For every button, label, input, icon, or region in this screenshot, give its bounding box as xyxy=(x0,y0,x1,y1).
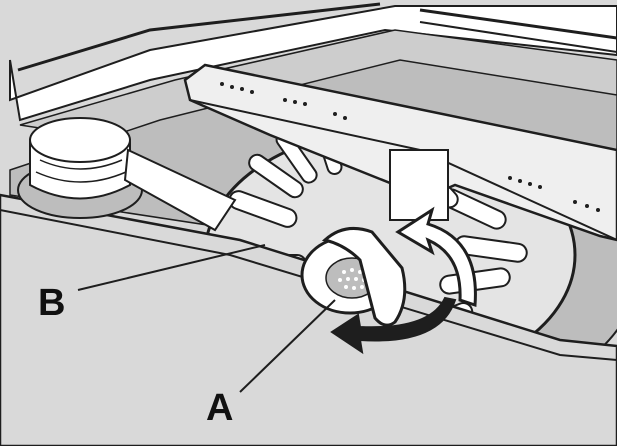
spray-arm-hub xyxy=(390,150,448,220)
mesh-hole xyxy=(338,278,342,282)
mesh-hole xyxy=(352,286,356,290)
nozzle xyxy=(283,98,287,102)
nozzle xyxy=(585,204,589,208)
nozzle xyxy=(596,208,600,212)
nozzle xyxy=(220,82,224,86)
nozzle xyxy=(303,102,307,106)
cap-top xyxy=(30,118,130,162)
nozzle xyxy=(250,90,254,94)
callout-label-a: A xyxy=(206,389,233,427)
nozzle xyxy=(518,179,522,183)
nozzle xyxy=(508,176,512,180)
nozzle xyxy=(333,112,337,116)
mesh-hole xyxy=(344,285,348,289)
nozzle xyxy=(293,100,297,104)
mesh-hole xyxy=(354,277,358,281)
nozzle xyxy=(230,85,234,89)
nozzle xyxy=(343,116,347,120)
nozzle xyxy=(573,200,577,204)
nozzle xyxy=(528,182,532,186)
mesh-hole xyxy=(346,277,350,281)
nozzle xyxy=(538,185,542,189)
mesh-hole xyxy=(350,268,354,272)
nozzle xyxy=(240,87,244,91)
callout-label-b: B xyxy=(38,284,65,322)
mesh-hole xyxy=(342,270,346,274)
mesh-hole xyxy=(360,285,364,289)
